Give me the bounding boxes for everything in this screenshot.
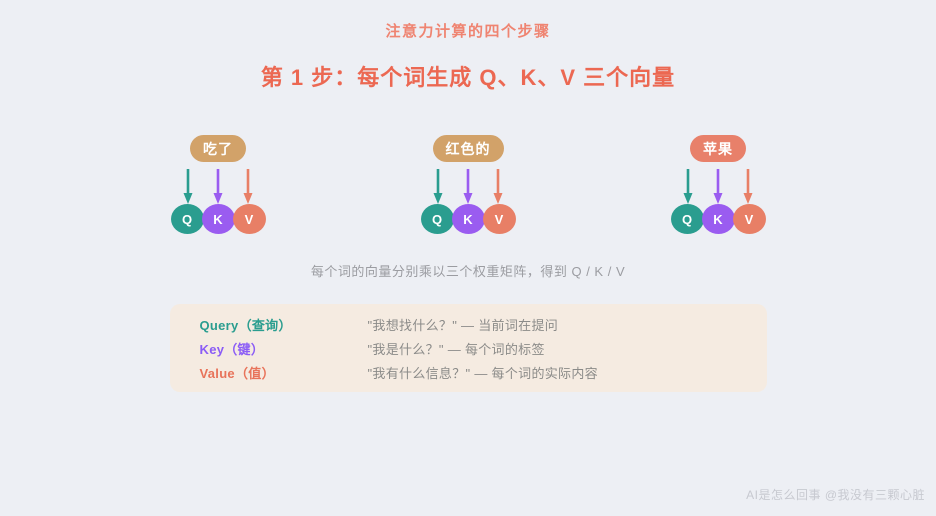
qkv-circles: Q K V — [170, 204, 266, 234]
tokens-row: 吃了 Q K V 红色的 — [170, 135, 766, 234]
legend-desc-query: "我想找什么？" — 当前词在提问 — [367, 317, 559, 333]
token-group-3: 苹果 Q K V — [670, 135, 766, 234]
q-vector-badge: Q — [670, 204, 704, 234]
caption-text: 每个词的向量分别乘以三个权重矩阵，得到 Q / K / V — [310, 264, 626, 279]
word-token: 苹果 — [690, 135, 746, 162]
legend-row-query: Query（查询） "我想找什么？" — 当前词在提问 — [170, 312, 767, 336]
v-vector-badge: V — [732, 204, 766, 234]
legend-desc-value: "我有什么信息？" — 每个词的实际内容 — [367, 365, 598, 381]
legend-label-value: Value（值） — [199, 365, 275, 381]
step-title: 第 1 步：每个词生成 Q、K、V 三个向量 — [260, 65, 676, 90]
q-vector-badge: Q — [420, 204, 454, 234]
qkv-arrows-icon — [183, 169, 253, 204]
qkv-arrows-icon — [433, 169, 503, 204]
watermark-credit: AI是怎么回事 @我没有三颗心脏 — [746, 488, 925, 502]
legend-row-key: Key（键） "我是什么？" — 每个词的标签 — [170, 336, 767, 360]
v-vector-badge: V — [482, 204, 516, 234]
qkv-circles: Q K V — [670, 204, 766, 234]
token-group-2: 红色的 Q K V — [420, 135, 516, 234]
legend-label-query: Query（查询） — [199, 317, 292, 333]
word-token: 红色的 — [432, 135, 504, 162]
q-vector-badge: Q — [170, 204, 204, 234]
k-vector-badge: K — [701, 204, 735, 234]
k-vector-badge: K — [451, 204, 485, 234]
qkv-circles: Q K V — [420, 204, 516, 234]
legend-row-value: Value（值） "我有什么信息？" — 每个词的实际内容 — [170, 360, 767, 384]
k-vector-badge: K — [201, 204, 235, 234]
word-token: 吃了 — [190, 135, 246, 162]
v-vector-badge: V — [232, 204, 266, 234]
legend-desc-key: "我是什么？" — 每个词的标签 — [367, 341, 545, 357]
token-group-1: 吃了 Q K V — [170, 135, 266, 234]
legend-label-key: Key（键） — [199, 341, 265, 357]
legend-box: Query（查询） "我想找什么？" — 当前词在提问 Key（键） "我是什么… — [169, 304, 767, 392]
qkv-arrows-icon — [683, 169, 753, 204]
page-title: 注意力计算的四个步骤 — [385, 23, 551, 40]
